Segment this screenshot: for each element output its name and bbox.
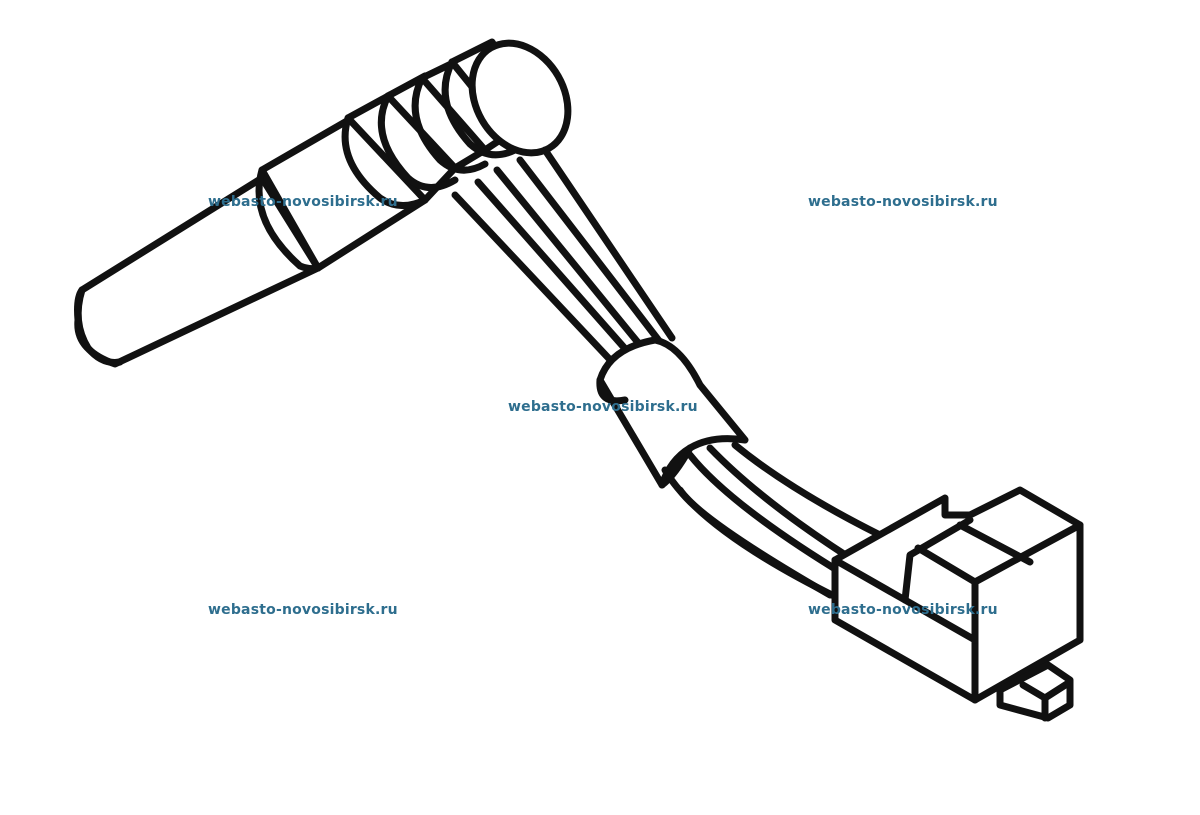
sensor-sleeve: [255, 38, 572, 273]
wires-upper: [451, 146, 676, 369]
watermark-text: webasto-novosibirsk.ru: [208, 194, 398, 210]
watermark-text: webasto-novosibirsk.ru: [508, 399, 698, 415]
watermark-text: webasto-novosibirsk.ru: [808, 602, 998, 618]
watermark-text: webasto-novosibirsk.ru: [808, 194, 998, 210]
sensor-probe: [74, 174, 322, 368]
wire-sleeve: [596, 336, 749, 489]
wires-lower: [661, 441, 884, 602]
watermark-text: webasto-novosibirsk.ru: [208, 602, 398, 618]
connector-plug: [831, 486, 1084, 722]
